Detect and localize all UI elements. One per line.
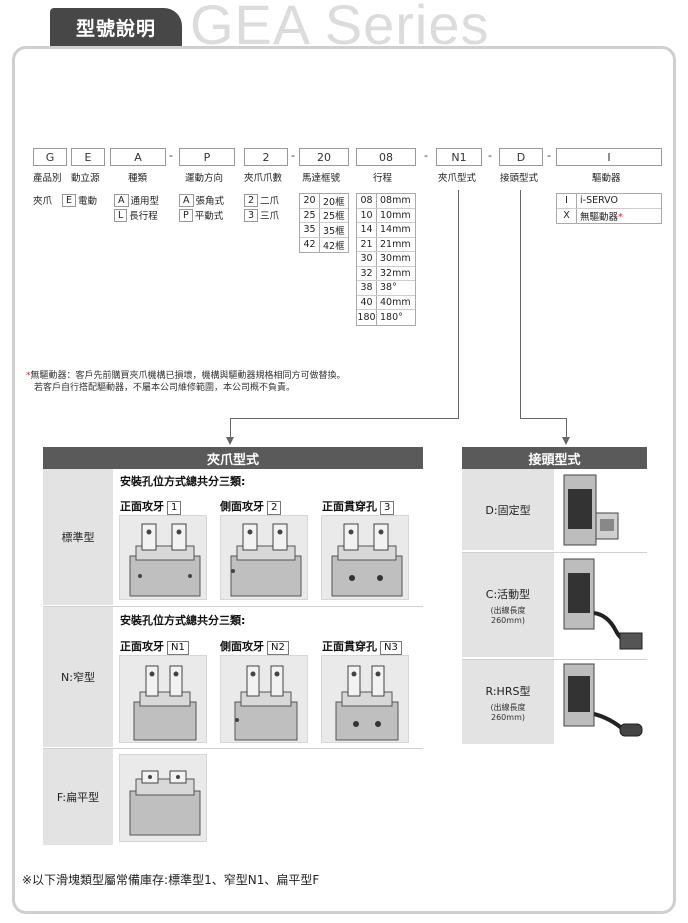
connector-line: [520, 190, 521, 418]
mount-intro: 安裝孔位方式總共分三類:: [120, 475, 246, 488]
connector-row-movable-label: C:活動型 (出線長度 260mm): [462, 553, 554, 657]
code-segment-product: G: [33, 148, 67, 166]
code-label: 產品別: [33, 173, 62, 184]
content-frame: [12, 46, 676, 914]
code-dash: -: [424, 149, 428, 162]
connector-row-fixed-label: D:固定型: [462, 469, 554, 550]
driver-note: *無驅動器：客戶先前購買夾爪機構已損壞，機構與驅動器規格相同方可做替換。 若客戶…: [26, 371, 346, 393]
arrow-down-icon: [226, 437, 234, 445]
code-label: 夾爪爪數: [244, 173, 283, 184]
gripper-image: [220, 655, 308, 743]
section-title-tab: 型號說明: [50, 8, 182, 46]
connector-image: [558, 660, 647, 744]
code-dash: -: [488, 149, 492, 162]
code-segment-motor: 20: [299, 148, 349, 166]
mount-intro: 安裝孔位方式總共分三類:: [120, 614, 246, 627]
divider: [462, 552, 647, 553]
jaw-panel-title: 夾爪型式: [43, 447, 423, 469]
connector-line: [520, 418, 566, 419]
code-label: 接頭型式: [500, 173, 539, 184]
divider: [462, 659, 647, 660]
connector-image: [558, 469, 647, 550]
code-label: 夾爪型式: [438, 173, 477, 184]
code-segment-driver: I: [556, 148, 662, 166]
divider: [43, 606, 423, 607]
code-label: 運動方向: [185, 173, 224, 184]
code-dash: -: [169, 149, 173, 162]
gripper-image: [119, 754, 207, 842]
code-label: 行程: [373, 173, 393, 184]
connector-line: [230, 418, 231, 438]
connector-line: [458, 190, 459, 418]
jaw-row-narrow-label: N:窄型: [43, 607, 113, 747]
code-segment-type: A: [110, 148, 166, 166]
connector-line: [566, 418, 567, 438]
divider: [43, 748, 423, 749]
code-dash: -: [291, 149, 295, 162]
code-label: 動立源: [71, 173, 100, 184]
code-segment-jaws: 2: [244, 148, 288, 166]
jaw-row-standard-label: 標準型: [43, 469, 113, 605]
connector-line: [230, 418, 459, 419]
connector-row-hrs-label: R:HRS型 (出線長度 260mm): [462, 660, 554, 744]
gripper-image: [119, 515, 207, 600]
code-segment-stroke: 08: [356, 148, 416, 166]
code-segment-source: E: [71, 148, 105, 166]
gripper-image: [321, 515, 409, 600]
code-label: 驅動器: [592, 173, 621, 184]
gripper-image: [321, 655, 409, 743]
connector-image: [558, 553, 647, 657]
stock-footnote: ※以下滑塊類型屬常備庫存:標準型1、窄型N1、扁平型F: [22, 873, 320, 887]
code-segment-connector: D: [499, 148, 543, 166]
code-label: 種類: [128, 173, 148, 184]
code-segment-jaw-form: N1: [436, 148, 482, 166]
arrow-down-icon: [562, 437, 570, 445]
jaw-row-flat-label: F:扁平型: [43, 749, 113, 845]
gripper-image: [220, 515, 308, 600]
code-label: 馬達框號: [302, 173, 341, 184]
gripper-image: [119, 655, 207, 743]
code-dash: -: [547, 149, 551, 162]
option-product: 夾爪: [33, 196, 53, 207]
connector-panel-title: 接頭型式: [462, 447, 647, 469]
code-segment-motion: P: [179, 148, 235, 166]
